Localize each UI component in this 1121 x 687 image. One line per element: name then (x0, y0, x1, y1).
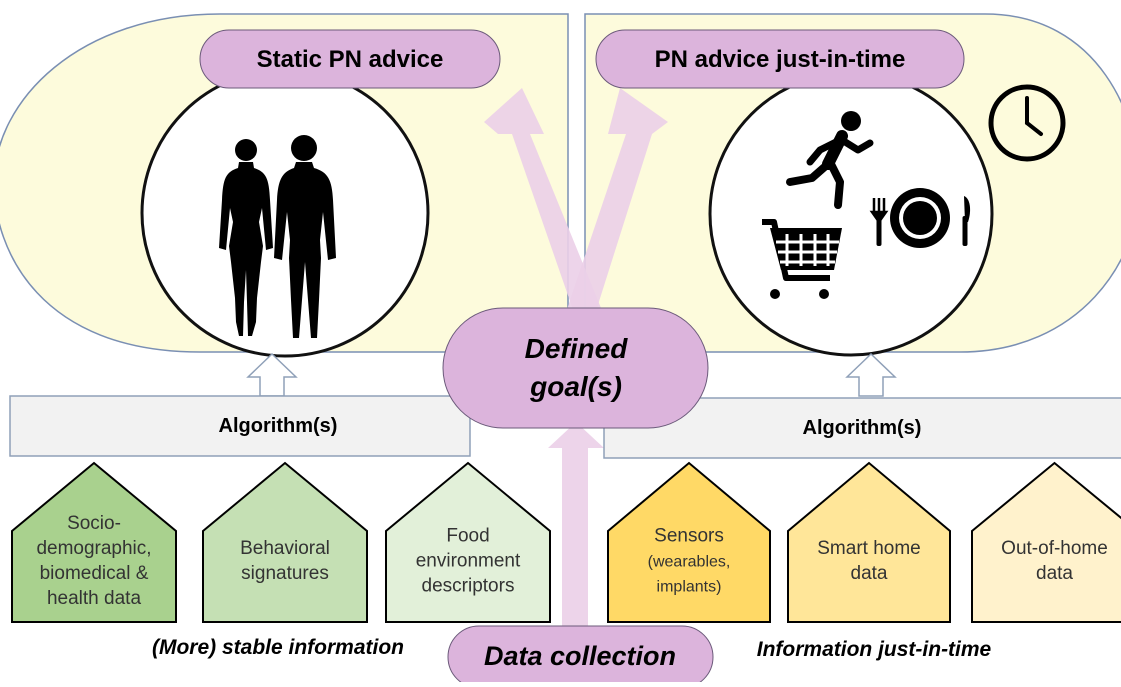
house-shape (11, 461, 177, 623)
data-source-stable-1: Behavioral signatures (202, 461, 368, 623)
house-label-line: health data (47, 588, 141, 609)
data-collection-label: Data collection (484, 641, 676, 671)
house-label-line: implants) (657, 579, 722, 596)
house-shape (787, 461, 951, 623)
defined-goals-pill: Defined goal(s) (442, 307, 709, 429)
clock-icon (988, 84, 1066, 162)
static-advice-pill: Static PN advice (199, 29, 501, 89)
right-algorithm-label: Algorithm(s) (803, 417, 922, 439)
left-up-arrow (246, 352, 298, 397)
left-algorithm-bar: Algorithm(s) (9, 395, 471, 457)
data-source-jit-0: Sensors (wearables, implants) (607, 461, 771, 623)
house-shape (607, 461, 771, 623)
defined-goals-line1: Defined (525, 333, 629, 364)
stable-information-caption: (More) stable information (152, 636, 404, 659)
static-advice-panel (0, 13, 569, 358)
house-label-line: demographic, (36, 538, 151, 559)
arrow-to-jit-advice (560, 88, 668, 330)
house-label-line: signatures (241, 563, 329, 584)
house-label-line: Out-of-home (1001, 538, 1108, 559)
data-source-stable-2: Food environment descriptors (385, 461, 551, 623)
house-label-line: Sensors (654, 526, 724, 547)
house-label-line: biomedical & (40, 563, 149, 584)
male-silhouette-icon (274, 135, 336, 338)
house-shape (971, 461, 1121, 623)
house-label-line: descriptors (422, 576, 515, 597)
house-label-line: Food (446, 526, 489, 547)
right-up-arrow (845, 352, 897, 397)
house-label-line: Socio- (67, 513, 121, 534)
house-label-line: Behavioral (240, 538, 330, 559)
data-source-jit-2: Out-of-home data (971, 461, 1121, 623)
arrow-from-data-collection (548, 422, 604, 632)
static-advice-label: Static PN advice (257, 46, 444, 73)
running-person-icon (786, 111, 874, 209)
house-label-line: data (851, 563, 888, 584)
house-shape (385, 461, 551, 623)
data-source-stable-0: Socio-demographic, biomedical & health dat… (11, 461, 177, 623)
female-silhouette-icon (219, 139, 273, 336)
house-label-line: Smart home (817, 538, 920, 559)
house-label-line: environment (416, 551, 521, 572)
house-shape (202, 461, 368, 623)
shopping-cart-icon (762, 219, 842, 299)
data-source-jit-1: Smart home data (787, 461, 951, 623)
jit-advice-panel (584, 13, 1121, 357)
data-collection-pill: Data collection (447, 625, 714, 687)
data-source-houses: Socio-demographic, biomedical & health dat… (11, 461, 1121, 623)
arrow-to-static-advice (484, 88, 610, 330)
house-label-line: (wearables, (648, 554, 731, 571)
house-label-line: data (1036, 563, 1073, 584)
flow-arrows (484, 88, 668, 632)
defined-goals-line2: goal(s) (529, 371, 622, 402)
plate-cutlery-icon (869, 188, 971, 248)
jit-information-caption: Information just-in-time (757, 638, 992, 661)
jit-advice-pill: PN advice just-in-time (595, 29, 965, 89)
jit-advice-label: PN advice just-in-time (655, 46, 906, 73)
left-algorithm-label: Algorithm(s) (219, 415, 338, 437)
